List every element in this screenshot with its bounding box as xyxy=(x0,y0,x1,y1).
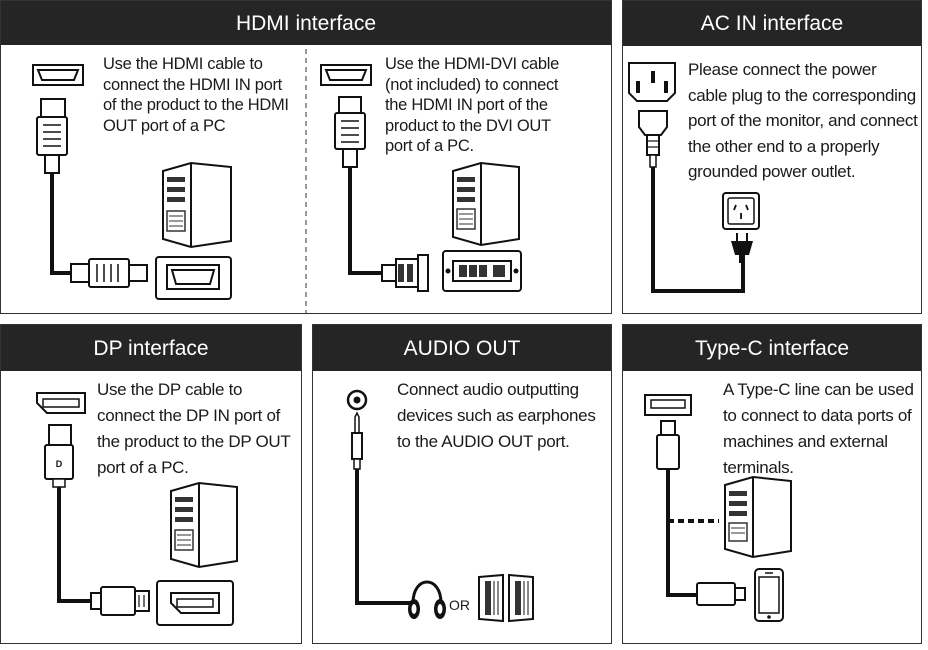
ac-port-icon xyxy=(628,62,676,102)
power-plug-icon xyxy=(731,233,753,263)
hdmi-illustration xyxy=(32,49,522,313)
pc-tower-icon xyxy=(724,475,792,559)
typec-title: Type-C interface xyxy=(623,325,921,371)
pc-tower-icon xyxy=(162,161,232,249)
typec-plug-icon xyxy=(656,420,680,470)
hdmi-plug-icon xyxy=(36,98,68,174)
audio-panel: AUDIO OUT Connect audio outputting devic… xyxy=(312,324,612,644)
hdmi-port-icon xyxy=(32,64,84,86)
acin-title: AC IN interface xyxy=(623,1,921,46)
dp-panel: DP interface Use the DP cable to connect… xyxy=(0,324,302,644)
hdmi-plug-icon xyxy=(334,96,366,168)
typec-desc: A Type-C line can be used to connect to … xyxy=(723,380,914,477)
hdmi-desc-left: Use the HDMI cable to connect the HDMI I… xyxy=(103,55,289,135)
dp-illustration: D xyxy=(36,392,238,626)
hdmi-title: HDMI interface xyxy=(1,1,611,45)
dvi-plug-icon xyxy=(381,254,429,292)
audio-plug-icon xyxy=(351,411,363,470)
pc-tower-icon xyxy=(170,481,238,569)
typec-panel: Type-C interface A Type-C line can be us… xyxy=(622,324,922,644)
acin-illustration xyxy=(628,62,760,293)
phone-icon xyxy=(754,568,784,622)
audio-illustration xyxy=(346,389,534,623)
typec-illustration xyxy=(644,394,792,622)
hdmi-port-icon xyxy=(320,64,372,86)
usb-port-icon xyxy=(644,394,692,416)
dp-title: DP interface xyxy=(1,325,301,371)
dp-plug-icon: D xyxy=(44,424,74,488)
dp-plug-horizontal xyxy=(90,586,150,616)
power-plug-icon xyxy=(638,110,668,168)
pc-tower-icon xyxy=(452,161,520,247)
audio-title: AUDIO OUT xyxy=(313,325,611,371)
acin-desc: Please connect the power cable plug to t… xyxy=(688,60,918,181)
hdmi-plug-horizontal xyxy=(70,258,148,288)
audio-desc: Connect audio outputting devices such as… xyxy=(397,380,596,451)
wall-outlet-icon xyxy=(722,192,760,230)
dp-port-icon xyxy=(36,392,86,414)
svg-text:D: D xyxy=(56,459,63,469)
typec-plug-horizontal xyxy=(696,582,746,606)
acin-panel: AC IN interface Please connect the power… xyxy=(622,0,922,314)
dvi-port-icon xyxy=(442,250,522,292)
hdmi-desc-right: Use the HDMI-DVI cable (not included) to… xyxy=(385,55,560,155)
hdmi-panel: HDMI interface Use the HDMI cable to con… xyxy=(0,0,612,314)
dp-desc: Use the DP cable to connect the DP IN po… xyxy=(97,380,291,477)
headphones-icon xyxy=(408,580,446,619)
audio-jack-icon xyxy=(346,389,368,411)
or-label: OR xyxy=(449,597,470,613)
speakers-icon xyxy=(478,573,534,623)
